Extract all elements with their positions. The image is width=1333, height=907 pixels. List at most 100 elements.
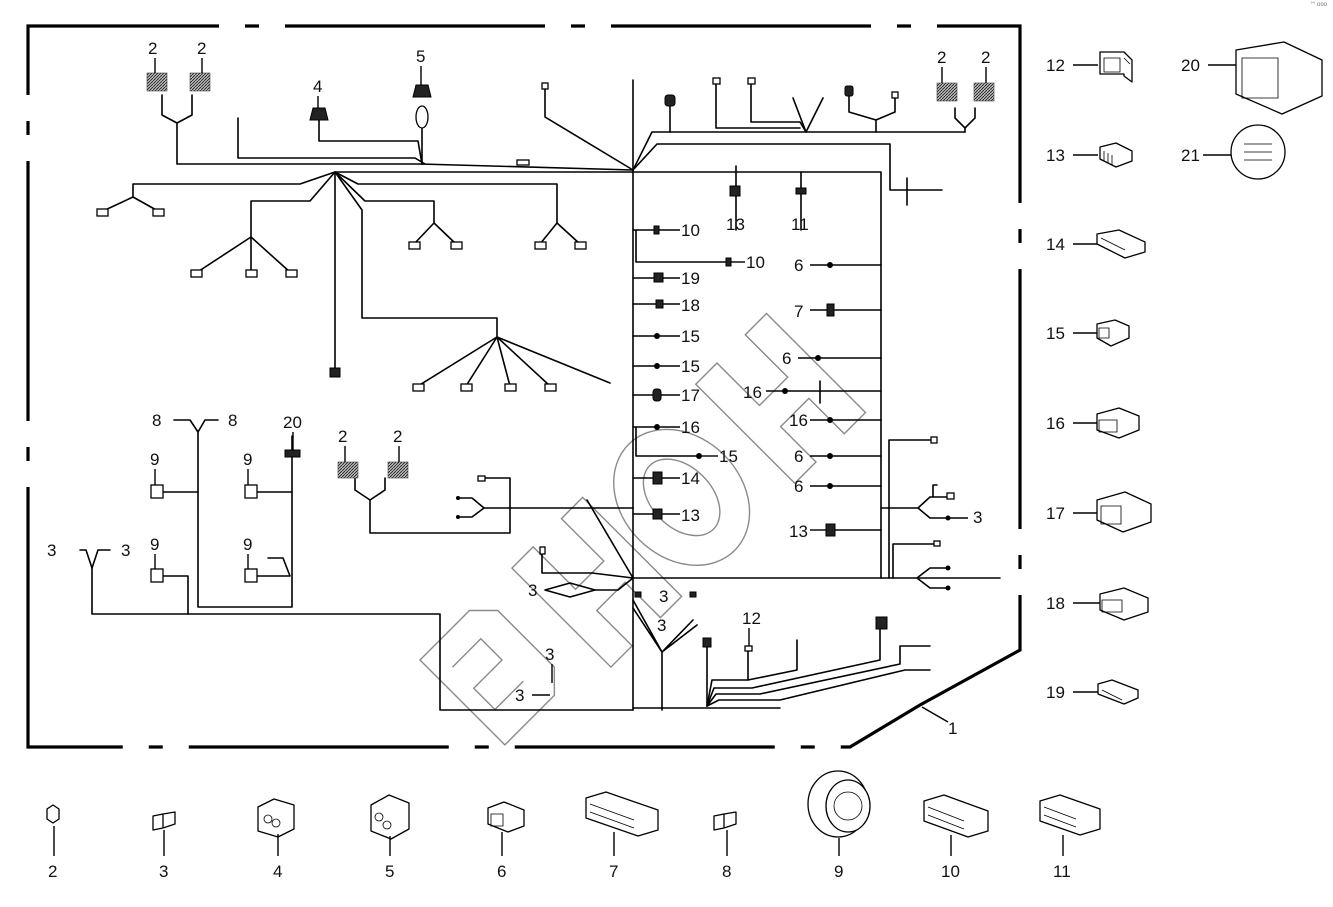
assembly-leader <box>921 706 949 723</box>
callout-number: 7 <box>794 302 803 321</box>
callout-number: 8 <box>228 411 237 430</box>
connector-icon <box>664 94 676 107</box>
connector-icon <box>744 645 753 652</box>
callout-number: 15 <box>1046 324 1065 343</box>
connector-icon <box>613 428 751 566</box>
connector-icon <box>450 241 463 250</box>
connector-icon <box>504 383 517 392</box>
callout-number: 18 <box>1046 594 1065 613</box>
connector-icon <box>652 508 663 520</box>
connector-icon <box>946 492 955 500</box>
connector-9-icon <box>244 484 258 499</box>
connector-icon <box>263 814 273 824</box>
part-18 <box>1099 587 1149 621</box>
callout-number: 3 <box>528 581 537 600</box>
callout-number: 2 <box>937 48 946 67</box>
callout-number: 11 <box>791 215 809 234</box>
callout-number: 5 <box>385 862 394 881</box>
part-10 <box>923 794 989 838</box>
connector-9-icon <box>244 568 258 583</box>
callout-number: 3 <box>973 508 982 527</box>
terminal-2-icon <box>387 461 409 479</box>
callout-number: 15 <box>681 327 700 346</box>
connector-icon <box>725 257 732 267</box>
callout-number: 3 <box>545 645 554 664</box>
part-12 <box>1099 51 1133 83</box>
part-5 <box>370 794 410 840</box>
callout-number: 2 <box>393 427 402 446</box>
connector-icon <box>930 436 938 444</box>
connector-icon <box>190 269 203 278</box>
lamp-sockets <box>96 208 587 392</box>
callout-number: 14 <box>681 469 700 488</box>
connector-icon <box>696 453 702 459</box>
part-4 <box>257 798 295 838</box>
part-19 <box>1097 679 1139 705</box>
callout-number: 20 <box>1181 56 1200 75</box>
callout-number: 3 <box>659 587 668 606</box>
assembly-frame <box>26 24 1022 749</box>
connector-icon <box>329 367 341 378</box>
connector-icon <box>96 208 109 217</box>
terminal-2-icon <box>337 461 359 479</box>
callout-number: 13 <box>726 215 745 234</box>
connector-icon <box>652 388 662 402</box>
callout-number: 3 <box>657 616 666 635</box>
connector-icon <box>382 820 392 830</box>
part-7 <box>585 791 659 837</box>
side-parts: 12 13 14 15 16 17 18 19 20 21 <box>1046 41 1323 705</box>
connector-icon <box>285 269 298 278</box>
callout-number: 7 <box>609 862 618 881</box>
callout-number: 5 <box>416 47 425 66</box>
callout-number: 9 <box>243 450 252 469</box>
callout-number: 9 <box>150 535 159 554</box>
callout-number: 3 <box>121 541 130 560</box>
part-16 <box>1096 407 1140 439</box>
callout-number: 12 <box>1046 56 1065 75</box>
callout-number: 2 <box>981 48 990 67</box>
terminal-2-icon <box>189 72 211 92</box>
part-9 <box>807 770 871 838</box>
callout-number: 6 <box>794 447 803 466</box>
callout-number: 6 <box>497 862 506 881</box>
part-8 <box>713 811 737 831</box>
callout-number: 8 <box>152 411 161 430</box>
part-21 <box>1230 124 1286 180</box>
connector-icon <box>539 546 546 555</box>
part-11 <box>1039 794 1101 836</box>
connector-icon <box>712 77 721 85</box>
connector-icon <box>654 363 660 369</box>
callout-number: 16 <box>681 418 700 437</box>
connector-20-icon <box>284 449 301 458</box>
harness-connectors <box>96 72 995 652</box>
callout-number: 2 <box>48 862 57 881</box>
callout-number: 19 <box>1046 683 1065 702</box>
callout-number: 12 <box>742 609 761 628</box>
connector-icon <box>933 540 941 547</box>
connector-icon <box>460 383 473 392</box>
connector-icon <box>653 272 664 283</box>
connector-icon <box>652 471 663 485</box>
bottom-parts: 2 3 4 5 6 7 8 9 10 11 <box>46 770 1101 881</box>
callout-number: 2 <box>197 39 206 58</box>
connector-icon <box>412 383 425 392</box>
corner-mark: °° ooo <box>1310 2 1327 8</box>
callout-number: 6 <box>794 477 803 496</box>
callout-number: 18 <box>681 296 700 315</box>
callout-number: 15 <box>719 447 738 466</box>
connector-icon <box>245 269 258 278</box>
part-14 <box>1096 229 1146 259</box>
callout-number: 13 <box>681 506 700 525</box>
callout-number: 9 <box>243 535 252 554</box>
callout-number: 10 <box>681 221 700 240</box>
connector-5-icon <box>412 84 432 98</box>
connector-icon <box>795 187 807 195</box>
part-13 <box>1099 142 1133 168</box>
callout-labels: 2 2 4 5 2 2 10 10 19 18 15 15 17 16 15 1… <box>47 39 990 705</box>
connector-icon <box>654 424 660 430</box>
connector-icon <box>516 159 530 166</box>
connector-icon <box>825 779 871 833</box>
connector-icon <box>702 637 712 648</box>
connector-icon <box>534 241 547 250</box>
part-15 <box>1096 319 1130 347</box>
